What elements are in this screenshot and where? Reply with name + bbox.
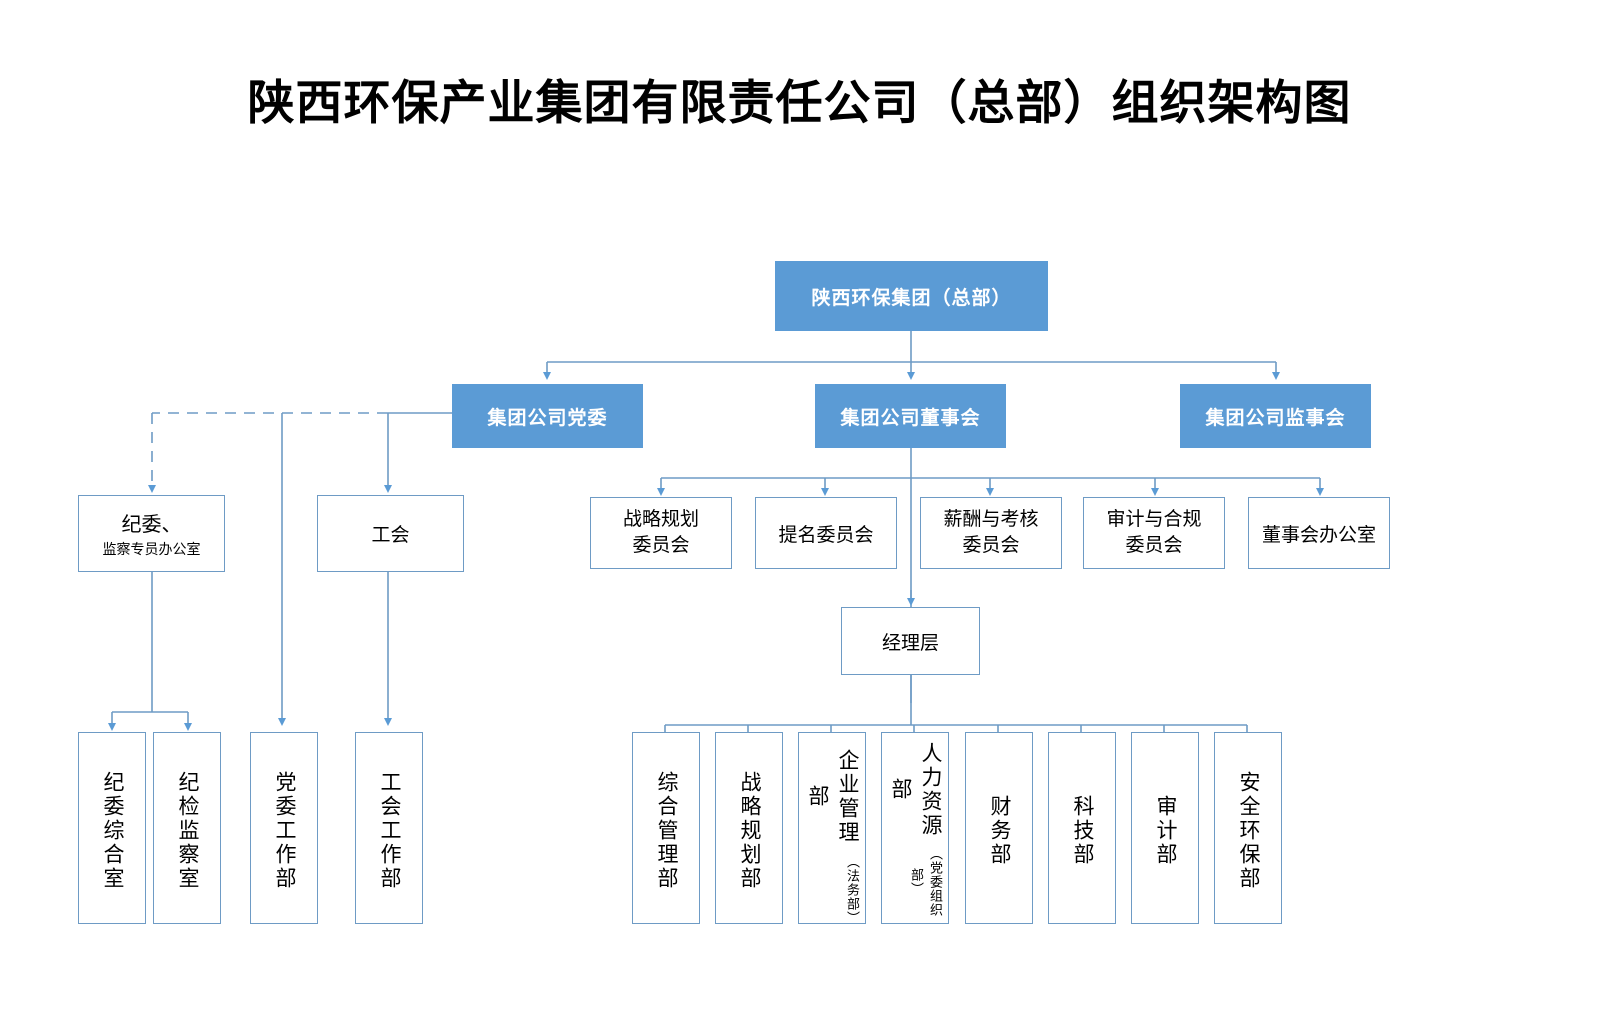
node-nomination-committee[interactable]: 提名委员会 bbox=[755, 497, 897, 569]
node-strategy-committee[interactable]: 战略规划 委员会 bbox=[590, 497, 732, 569]
node-dept-finance[interactable]: 财务部 bbox=[965, 732, 1033, 924]
node-group-label: 陕西环保集团（总部） bbox=[811, 287, 1012, 309]
node-board[interactable]: 集团公司董事会 bbox=[815, 384, 1006, 448]
node-dept-general-management-label: 综合管理部 bbox=[655, 771, 678, 891]
node-dept-jiwei-general-office-label: 纪委综合室 bbox=[101, 771, 124, 891]
node-compensation-committee[interactable]: 薪酬与考核 委员会 bbox=[920, 497, 1062, 569]
node-dept-discipline-inspection-office-wrap: 纪检监察室 bbox=[172, 739, 202, 923]
node-dept-technology[interactable]: 科技部 bbox=[1048, 732, 1116, 924]
node-audit-committee-line1: 审计与合规 bbox=[1106, 509, 1202, 531]
node-dept-jiwei-general-office[interactable]: 纪委综合室 bbox=[78, 732, 146, 924]
page-title: 陕西环保产业集团有限责任公司（总部）组织架构图 bbox=[247, 78, 1352, 130]
node-dept-strategic-planning[interactable]: 战略规划部 bbox=[715, 732, 783, 924]
node-nomination-committee-label: 提名委员会 bbox=[778, 524, 874, 546]
node-dept-enterprise-management[interactable]: 企业管理部 （法务部） bbox=[798, 732, 866, 926]
node-board-office-label: 董事会办公室 bbox=[1261, 524, 1376, 546]
node-dept-jiwei-general-office-wrap: 纪委综合室 bbox=[97, 739, 127, 923]
node-audit-committee[interactable]: 审计与合规 委员会 bbox=[1083, 497, 1225, 569]
node-compensation-committee-line1: 薪酬与考核 bbox=[943, 509, 1039, 531]
node-dept-strategic-planning-label: 战略规划部 bbox=[738, 771, 761, 891]
node-dept-human-resources-wrap: 人力资源部 （党委组织部） bbox=[885, 739, 945, 923]
node-dept-safety-environment[interactable]: 安全环保部 bbox=[1214, 732, 1282, 924]
node-union[interactable]: 工会 bbox=[317, 495, 464, 572]
node-dept-union-work-wrap: 工会工作部 bbox=[374, 739, 404, 923]
node-dept-strategic-planning-wrap: 战略规划部 bbox=[734, 739, 764, 923]
node-party-label: 集团公司党委 bbox=[487, 407, 608, 429]
node-discipline-sublabel: 监察专员办公室 bbox=[102, 541, 201, 557]
node-party[interactable]: 集团公司党委 bbox=[452, 384, 643, 448]
node-dept-audit-label: 审计部 bbox=[1154, 795, 1177, 867]
node-group[interactable]: 陕西环保集团（总部） bbox=[775, 261, 1048, 331]
node-union-label: 工会 bbox=[371, 525, 410, 546]
node-strategy-committee-label: 战略规划 委员会 bbox=[623, 507, 699, 558]
node-board-label: 集团公司董事会 bbox=[840, 407, 981, 429]
node-dept-safety-environment-label: 安全环保部 bbox=[1237, 771, 1260, 891]
node-compensation-committee-label: 薪酬与考核 委员会 bbox=[943, 507, 1038, 558]
node-dept-discipline-inspection-office[interactable]: 纪检监察室 bbox=[153, 732, 221, 924]
node-discipline-label: 纪委、 bbox=[121, 514, 182, 536]
node-dept-technology-wrap: 科技部 bbox=[1067, 739, 1097, 923]
node-dept-finance-wrap: 财务部 bbox=[984, 739, 1014, 923]
node-supervisors-label: 集团公司监事会 bbox=[1205, 407, 1346, 429]
node-audit-committee-label: 审计与合规 委员会 bbox=[1106, 507, 1201, 558]
node-dept-union-work-label: 工会工作部 bbox=[378, 771, 401, 891]
node-audit-committee-line2: 委员会 bbox=[1125, 535, 1183, 556]
node-dept-general-management-wrap: 综合管理部 bbox=[651, 739, 681, 923]
node-management[interactable]: 经理层 bbox=[841, 607, 980, 675]
node-supervisors[interactable]: 集团公司监事会 bbox=[1180, 384, 1371, 448]
node-dept-audit[interactable]: 审计部 bbox=[1131, 732, 1199, 924]
node-dept-general-management[interactable]: 综合管理部 bbox=[632, 732, 700, 924]
node-dept-discipline-inspection-office-label: 纪检监察室 bbox=[176, 771, 199, 891]
node-compensation-committee-line2: 委员会 bbox=[962, 535, 1020, 556]
node-dept-party-work-wrap: 党委工作部 bbox=[269, 739, 299, 923]
node-dept-human-resources-label: 人力资源部 bbox=[889, 741, 942, 838]
node-strategy-committee-line1: 战略规划 bbox=[622, 509, 699, 531]
node-dept-human-resources-sublabel: （党委组织部） bbox=[909, 846, 943, 917]
node-dept-safety-environment-wrap: 安全环保部 bbox=[1233, 739, 1263, 923]
node-dept-enterprise-management-label: 企业管理部 bbox=[806, 749, 859, 846]
node-board-office[interactable]: 董事会办公室 bbox=[1248, 497, 1390, 569]
node-dept-party-work-label: 党委工作部 bbox=[273, 771, 296, 891]
node-strategy-committee-line2: 委员会 bbox=[632, 535, 690, 556]
node-dept-party-work[interactable]: 党委工作部 bbox=[250, 732, 318, 924]
node-dept-technology-label: 科技部 bbox=[1071, 795, 1094, 867]
node-dept-union-work[interactable]: 工会工作部 bbox=[355, 732, 423, 924]
node-discipline[interactable]: 纪委、 监察专员办公室 bbox=[78, 495, 225, 572]
node-dept-audit-wrap: 审计部 bbox=[1150, 739, 1180, 923]
node-management-label: 经理层 bbox=[881, 632, 939, 654]
node-dept-finance-label: 财务部 bbox=[988, 795, 1011, 867]
node-dept-enterprise-management-wrap: 企业管理部 （法务部） bbox=[802, 739, 862, 926]
node-dept-enterprise-management-sublabel: （法务部） bbox=[845, 855, 860, 926]
node-dept-human-resources[interactable]: 人力资源部 （党委组织部） bbox=[881, 732, 949, 924]
